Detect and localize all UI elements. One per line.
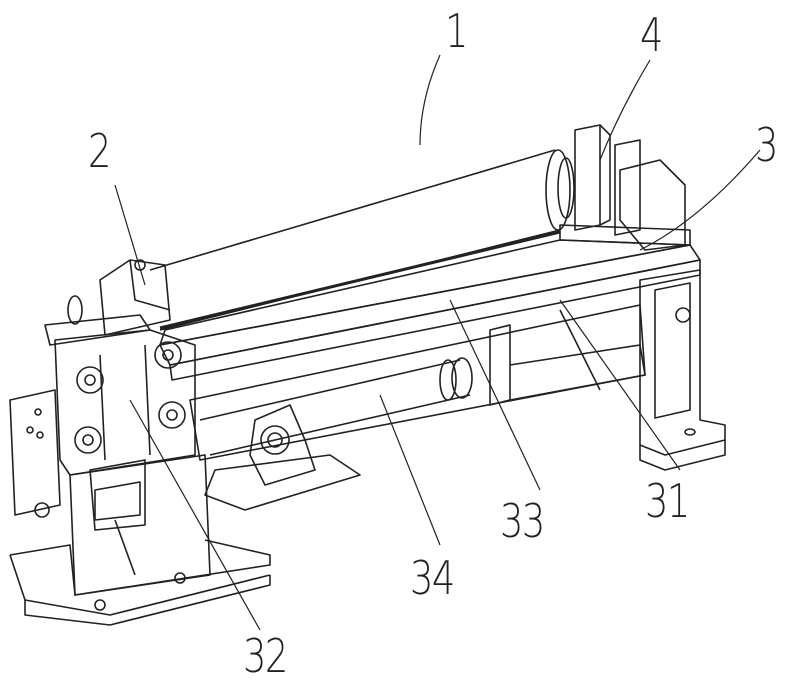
- left-support-2: [44, 259, 171, 346]
- frame-4: [574, 124, 686, 251]
- label-4: 4: [640, 8, 663, 62]
- label-1: 1: [445, 4, 468, 58]
- label-34: 34: [410, 551, 455, 605]
- label-33: 33: [500, 494, 545, 548]
- roller-1: [149, 149, 575, 331]
- rail-31: [489, 309, 646, 406]
- beam-33: [159, 244, 701, 461]
- label-2: 2: [88, 124, 111, 178]
- left-base: [9, 454, 271, 626]
- leader-lines: [114, 54, 761, 631]
- left-plate-32: [9, 329, 196, 518]
- label-32: 32: [243, 629, 288, 683]
- label-31: 31: [645, 474, 690, 528]
- label-3: 3: [755, 118, 778, 172]
- plate-3: [159, 224, 691, 346]
- right-support-frame: [639, 269, 726, 471]
